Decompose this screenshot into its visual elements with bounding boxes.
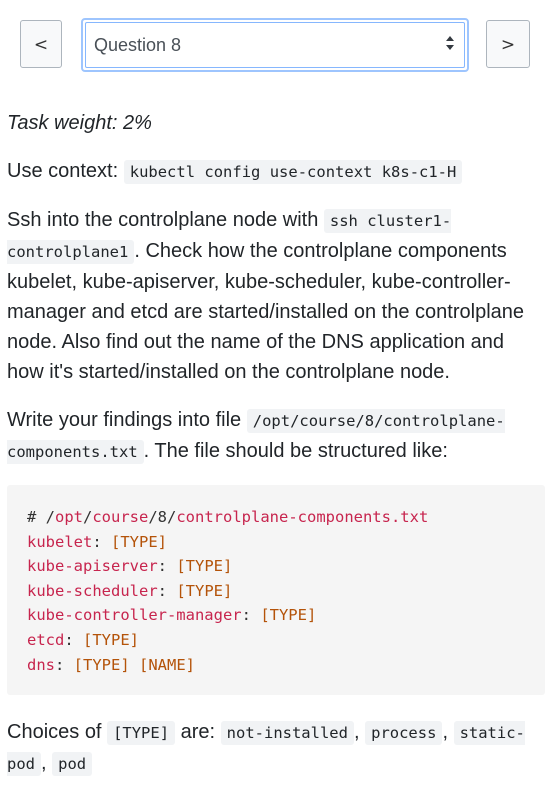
question-content: Task weight: 2% Use context: kubectl con… bbox=[7, 108, 545, 797]
next-question-button[interactable]: > bbox=[486, 20, 530, 68]
instructions-text-b: . Check how the controlplane components … bbox=[7, 240, 525, 383]
code-line: kube-apiserver: [TYPE] bbox=[27, 557, 233, 576]
code-line: kube-controller-manager: [TYPE] bbox=[27, 606, 317, 625]
question-select-value: Question 8 bbox=[94, 35, 182, 55]
sort-arrows-icon bbox=[446, 36, 454, 50]
code-line: dns: [TYPE] [NAME] bbox=[27, 655, 195, 674]
output-file-paragraph: Write your findings into file /opt/cours… bbox=[7, 405, 545, 467]
question-select[interactable]: Question 8 bbox=[81, 18, 469, 72]
previous-question-button[interactable]: < bbox=[20, 20, 62, 68]
select-focus-ring bbox=[85, 22, 465, 68]
code-line: kube-scheduler: [TYPE] bbox=[27, 581, 233, 600]
file-format-code-block: # /opt/course/8/controlplane-components.… bbox=[7, 485, 545, 696]
instructions-text-a: Ssh into the controlplane node with bbox=[7, 209, 319, 231]
choice-item: process bbox=[365, 721, 443, 746]
context-paragraph: Use context: kubectl config use-context … bbox=[7, 156, 545, 187]
code-comment-line: # /opt/course/8/controlplane-components.… bbox=[27, 508, 429, 526]
output-text-a: Write your findings into file bbox=[7, 409, 242, 431]
type-placeholder: [TYPE] bbox=[107, 721, 176, 746]
choices-paragraph: Choices of [TYPE] are: not-installed, pr… bbox=[7, 721, 525, 777]
choice-item: not-installed bbox=[220, 721, 354, 746]
output-text-b: . The file should be structured like: bbox=[143, 440, 448, 462]
context-command: kubectl config use-context k8s-c1-H bbox=[123, 160, 463, 184]
context-label: Use context: bbox=[7, 160, 119, 182]
instructions-paragraph: Ssh into the controlplane node with ssh … bbox=[7, 205, 545, 387]
code-line: etcd: [TYPE] bbox=[27, 630, 139, 649]
choice-item: pod bbox=[52, 752, 93, 777]
code-line: kubelet: [TYPE] bbox=[27, 532, 167, 551]
task-weight: Task weight: 2% bbox=[7, 112, 152, 134]
question-navigation: < Question 8 > bbox=[0, 18, 555, 72]
